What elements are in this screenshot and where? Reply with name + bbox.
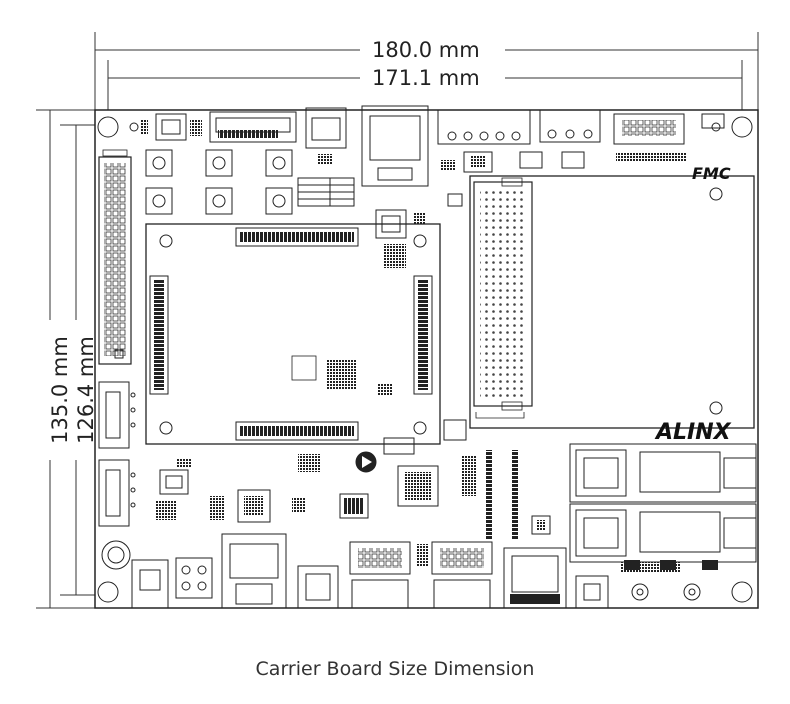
overall-width-label: 180.0 mm	[372, 38, 480, 62]
overall-height-label: 135.0 mm	[48, 336, 72, 444]
expansion-header-left	[98, 149, 132, 365]
inner-width-label: 171.1 mm	[372, 66, 480, 90]
fmc-logo: FMC	[692, 164, 731, 183]
figure-caption: Carrier Board Size Dimension	[255, 658, 535, 680]
inner-height-label: 126.4 mm	[74, 336, 98, 444]
fmc-connector-area	[469, 175, 755, 429]
mounting-holes	[97, 116, 753, 603]
dimension-lines	[36, 32, 759, 609]
push-buttons	[145, 149, 293, 215]
bottom-connectors	[101, 533, 718, 609]
left-connectors	[98, 381, 136, 527]
ethernet-jacks-right	[569, 443, 757, 572]
core-module	[145, 223, 441, 445]
brand-logo: ALINX	[656, 420, 731, 445]
lower-components	[156, 419, 551, 540]
